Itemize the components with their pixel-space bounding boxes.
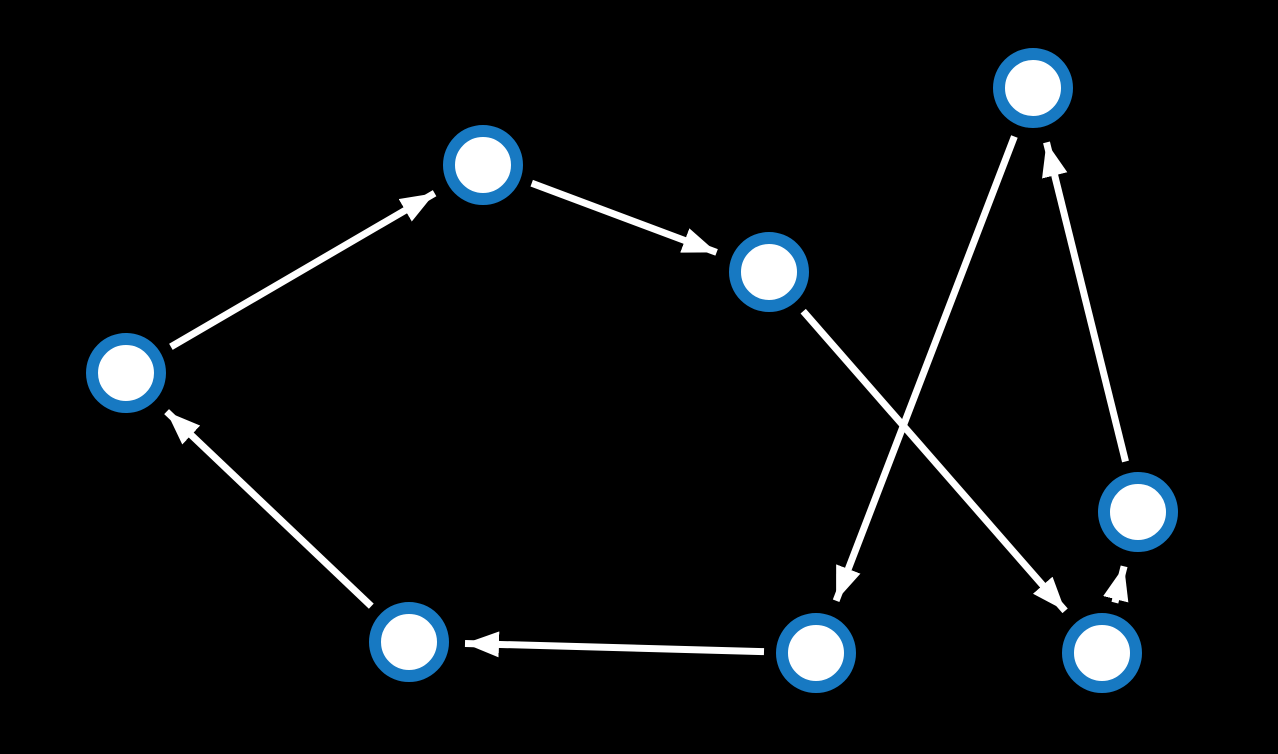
- graph-edge-arrow: [164, 409, 374, 609]
- graph-edge-arrow: [832, 135, 1018, 602]
- graph-node: [993, 48, 1073, 128]
- edges-layer: [164, 135, 1129, 658]
- graph-edge-arrow: [464, 631, 765, 658]
- graph-edge-arrow: [530, 179, 718, 256]
- graph-edge-arrow: [800, 308, 1068, 614]
- graph-node: [369, 602, 449, 682]
- nodes-layer: [86, 48, 1178, 693]
- graph-node: [776, 613, 856, 693]
- graph-node: [1098, 472, 1178, 552]
- graph-node: [443, 125, 523, 205]
- graph-edge-arrow: [169, 190, 437, 350]
- graph-edge-arrow: [1042, 141, 1129, 463]
- graph-edge-arrow: [1103, 565, 1129, 604]
- graph-node: [86, 333, 166, 413]
- graph-node: [1062, 613, 1142, 693]
- graph-node: [729, 232, 809, 312]
